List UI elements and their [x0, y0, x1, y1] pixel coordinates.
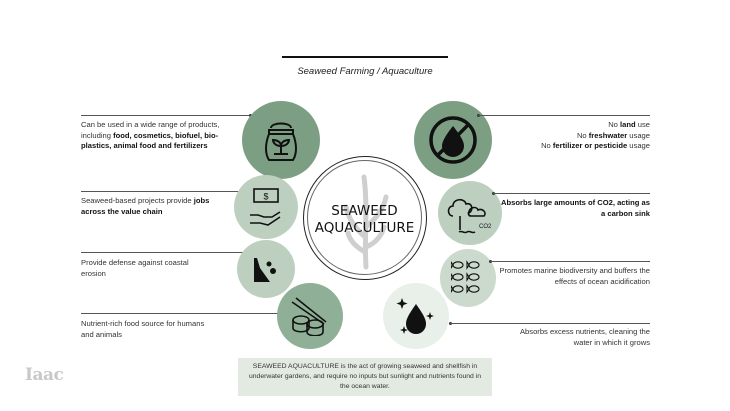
connector-line — [81, 191, 243, 192]
right-item-carbon: Absorbs large amounts of CO2, acting as … — [501, 198, 650, 218]
clean-droplet-icon — [396, 298, 434, 334]
right-item-clean-water: Absorbs excess nutrients, cleaning the w… — [519, 327, 650, 347]
fish-circle — [440, 249, 496, 307]
center-title-line2: AQUACULTURE — [314, 220, 415, 236]
clean-droplet-circle — [383, 283, 449, 349]
seaweed-icon — [343, 174, 389, 270]
fertilizer-bag-circle — [242, 101, 320, 179]
right-item-biodiversity: Promotes marine biodiversity and buffers… — [499, 266, 650, 286]
fertilizer-bag-icon — [265, 122, 297, 161]
co2-cloud-tree-icon: CO2 — [447, 198, 492, 234]
right-item-no-inputs: No land use No freshwater usage No ferti… — [541, 120, 650, 150]
subtitle: Seaweed Farming / Aquaculture — [297, 66, 433, 77]
connector-line — [81, 252, 249, 253]
definition-box: SEAWEED AQUACULTURE is the act of growin… — [238, 358, 492, 396]
left-item-jobs: Seaweed-based projects provide jobs acro… — [81, 196, 210, 216]
money-hand-icon: $ — [250, 188, 281, 226]
connector-line — [490, 261, 650, 262]
left-item-food: Nutrient-rich food source for humans and… — [81, 319, 205, 339]
iaac-logo: Iaac — [25, 365, 64, 385]
title-rule — [282, 56, 448, 58]
left-item-products: Can be used in a wide range of products,… — [81, 120, 220, 150]
definition-text: SEAWEED AQUACULTURE is the act of growin… — [248, 363, 481, 390]
connector-line — [81, 115, 251, 116]
fish-icon — [451, 261, 480, 293]
center-circle: SEAWEED AQUACULTURE — [303, 156, 427, 280]
coastal-erosion-icon — [254, 258, 276, 282]
left-item-erosion: Provide defense against coastal erosion — [81, 258, 189, 278]
connector-line — [81, 313, 280, 314]
connector-line — [493, 193, 650, 194]
no-water-icon — [429, 116, 477, 164]
svg-text:CO2: CO2 — [479, 224, 492, 230]
co2-circle: CO2 — [438, 181, 502, 245]
center-title-line1: SEAWEED — [331, 203, 398, 219]
sushi-circle — [277, 283, 343, 349]
svg-text:$: $ — [263, 192, 268, 202]
connector-line — [478, 115, 650, 116]
connector-line — [450, 323, 650, 324]
money-hand-circle: $ — [234, 175, 298, 239]
coastal-erosion-circle — [237, 240, 295, 298]
sushi-icon — [291, 297, 327, 336]
